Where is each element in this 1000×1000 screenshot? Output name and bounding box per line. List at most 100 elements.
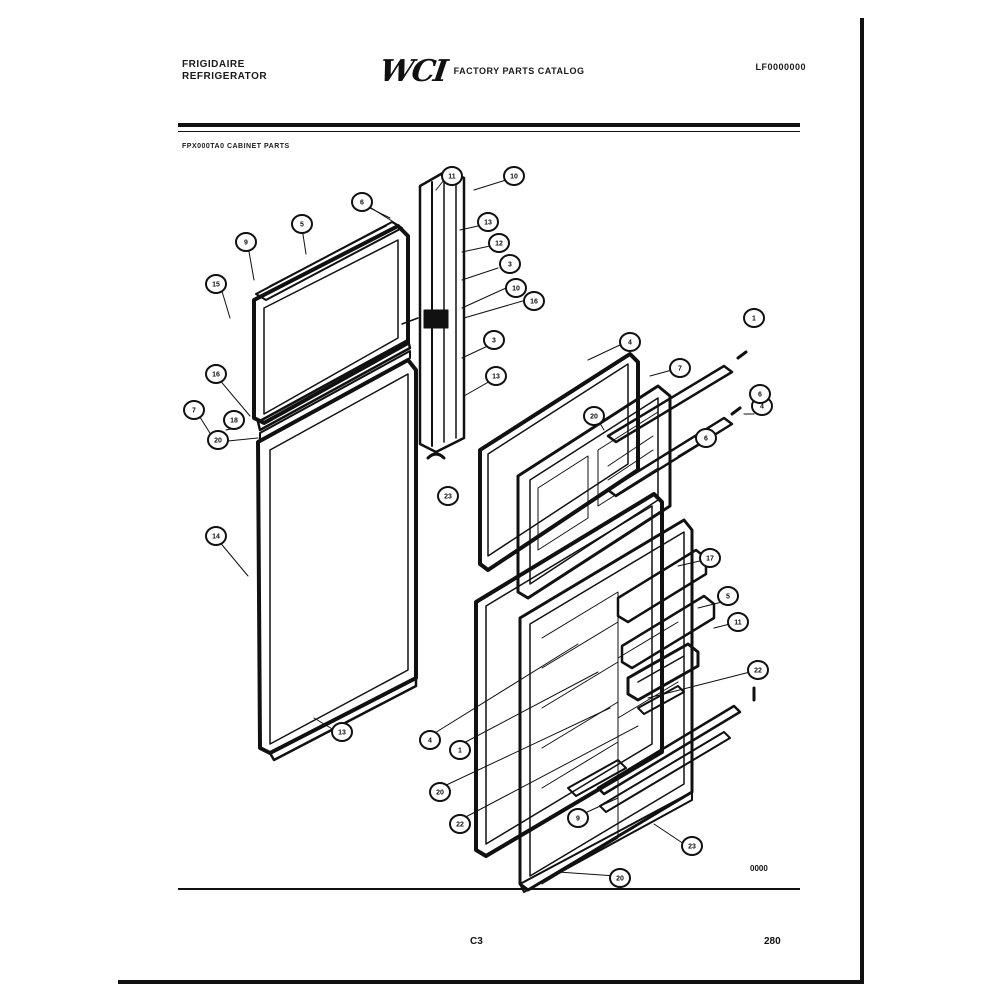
callout-number: 1 bbox=[458, 748, 462, 755]
shelf-screw-upper bbox=[736, 350, 748, 360]
fresh-food-inner-door bbox=[474, 492, 756, 893]
callout-number: 5 bbox=[726, 594, 730, 601]
callout-number: 3 bbox=[492, 338, 496, 345]
callout-18: 13 bbox=[331, 722, 353, 742]
header-rule-thick bbox=[178, 123, 800, 127]
callout-number: 4 bbox=[428, 738, 432, 745]
model-code: LF0000000 bbox=[755, 62, 806, 72]
callout-25: 4 bbox=[419, 730, 441, 750]
freezer-liner bbox=[516, 384, 672, 600]
callout-number: 20 bbox=[616, 876, 624, 883]
fresh-food-liner bbox=[518, 518, 694, 892]
figure-code: 0000 bbox=[750, 864, 768, 873]
callout-15: 16 bbox=[205, 364, 227, 384]
callout-leaders bbox=[197, 179, 759, 877]
callout-6: 3 bbox=[499, 254, 521, 274]
callout-21: 20 bbox=[583, 406, 605, 426]
callout-number: 5 bbox=[300, 222, 304, 229]
callout-29: 9 bbox=[567, 808, 589, 828]
callout-number: 13 bbox=[338, 730, 346, 737]
brand-line-1: FRIGIDAIRE bbox=[182, 59, 245, 70]
left-door-assembly bbox=[252, 221, 418, 762]
callout-9: 3 bbox=[483, 330, 505, 350]
handle-bracket bbox=[423, 309, 449, 329]
door-bin-lower bbox=[567, 759, 627, 797]
exploded-parts-diagram: 1110613123101631323951516714134720646412… bbox=[183, 166, 773, 893]
callout-number: 7 bbox=[678, 366, 682, 373]
door-bin-middle bbox=[620, 594, 716, 670]
callout-number: 11 bbox=[734, 620, 742, 627]
callout-number: 13 bbox=[484, 220, 492, 227]
callout-3: 6 bbox=[351, 192, 373, 212]
callout-number: 1 bbox=[752, 316, 756, 323]
callout-number: 9 bbox=[576, 816, 580, 823]
callout-number: 10 bbox=[510, 174, 518, 181]
fresh-food-gasket bbox=[474, 492, 664, 858]
callout-number: 11 bbox=[448, 174, 456, 181]
callout-number: 12 bbox=[495, 241, 503, 248]
butter-compartment bbox=[626, 642, 700, 702]
callout-20: 7 bbox=[669, 358, 691, 378]
hinge-pin bbox=[426, 452, 446, 460]
brand-line-2: REFRIGERATOR bbox=[182, 71, 268, 82]
footer-rule bbox=[178, 888, 800, 890]
handle-strip-assembly bbox=[401, 168, 466, 460]
freezer-shelf-lower bbox=[606, 416, 734, 498]
diagram-subtitle: FPX000TA0 CABINET PARTS bbox=[182, 143, 290, 150]
callout-11: 23 bbox=[437, 486, 459, 506]
callout-12: 9 bbox=[235, 232, 257, 252]
callout-36: 18 bbox=[223, 410, 245, 430]
callout-37: 20 bbox=[207, 430, 229, 450]
door-divider-trim bbox=[256, 338, 412, 432]
callout-number: 10 bbox=[512, 286, 520, 293]
callout-number: 22 bbox=[456, 822, 464, 829]
page-number: 280 bbox=[764, 936, 781, 947]
brand-block: FRIGIDAIRE REFRIGERATOR bbox=[182, 59, 267, 83]
callout-number: 4 bbox=[760, 404, 764, 411]
callout-number: 22 bbox=[754, 668, 762, 675]
callout-34: 23 bbox=[681, 836, 703, 856]
callout-number: 3 bbox=[508, 262, 512, 269]
freezer-inner-door bbox=[478, 350, 748, 600]
shelf-screw-lower bbox=[730, 406, 742, 416]
callout-number: 18 bbox=[230, 418, 238, 425]
callout-13: 5 bbox=[291, 214, 313, 234]
callout-number: 13 bbox=[492, 374, 500, 381]
freezer-shelf-upper bbox=[606, 364, 734, 444]
callout-number: 6 bbox=[758, 392, 762, 399]
callout-number: 20 bbox=[436, 790, 444, 797]
callout-38: 1 bbox=[743, 308, 765, 328]
callout-number: 17 bbox=[706, 556, 714, 563]
callout-number: 23 bbox=[688, 844, 696, 851]
callout-5: 12 bbox=[488, 233, 510, 253]
door-shelf-rail-lower bbox=[599, 731, 731, 813]
callout-30: 17 bbox=[699, 548, 721, 568]
callout-1: 11 bbox=[441, 166, 463, 186]
callout-4: 13 bbox=[477, 212, 499, 232]
catalog-page: FRIGIDAIRE REFRIGERATOR WCI FACTORY PART… bbox=[118, 18, 864, 984]
catalog-title: FACTORY PARTS CATALOG bbox=[453, 66, 585, 76]
header-rule-thin bbox=[178, 131, 800, 132]
callout-number: 23 bbox=[444, 494, 452, 501]
callout-7: 10 bbox=[505, 278, 527, 298]
callout-number: 16 bbox=[530, 299, 538, 306]
callout-number: 6 bbox=[360, 200, 364, 207]
callout-28: 22 bbox=[449, 814, 471, 834]
callout-number: 9 bbox=[244, 240, 248, 247]
callout-19: 4 bbox=[619, 332, 641, 352]
callout-8: 16 bbox=[523, 291, 545, 311]
callout-31: 5 bbox=[717, 586, 739, 606]
callout-14: 15 bbox=[205, 274, 227, 294]
callout-17: 14 bbox=[205, 526, 227, 546]
callout-10: 13 bbox=[485, 366, 507, 386]
callout-27: 20 bbox=[429, 782, 451, 802]
callout-number: 15 bbox=[212, 282, 220, 289]
callout-number: 4 bbox=[628, 340, 632, 347]
door-bin-upper bbox=[616, 548, 708, 624]
callout-16: 7 bbox=[183, 400, 205, 420]
callout-35: 20 bbox=[609, 868, 631, 888]
callout-number: 7 bbox=[192, 408, 196, 415]
callout-26: 1 bbox=[449, 740, 471, 760]
page-label: C3 bbox=[470, 936, 483, 947]
catalog-header: WCI FACTORY PARTS CATALOG bbox=[378, 53, 585, 89]
